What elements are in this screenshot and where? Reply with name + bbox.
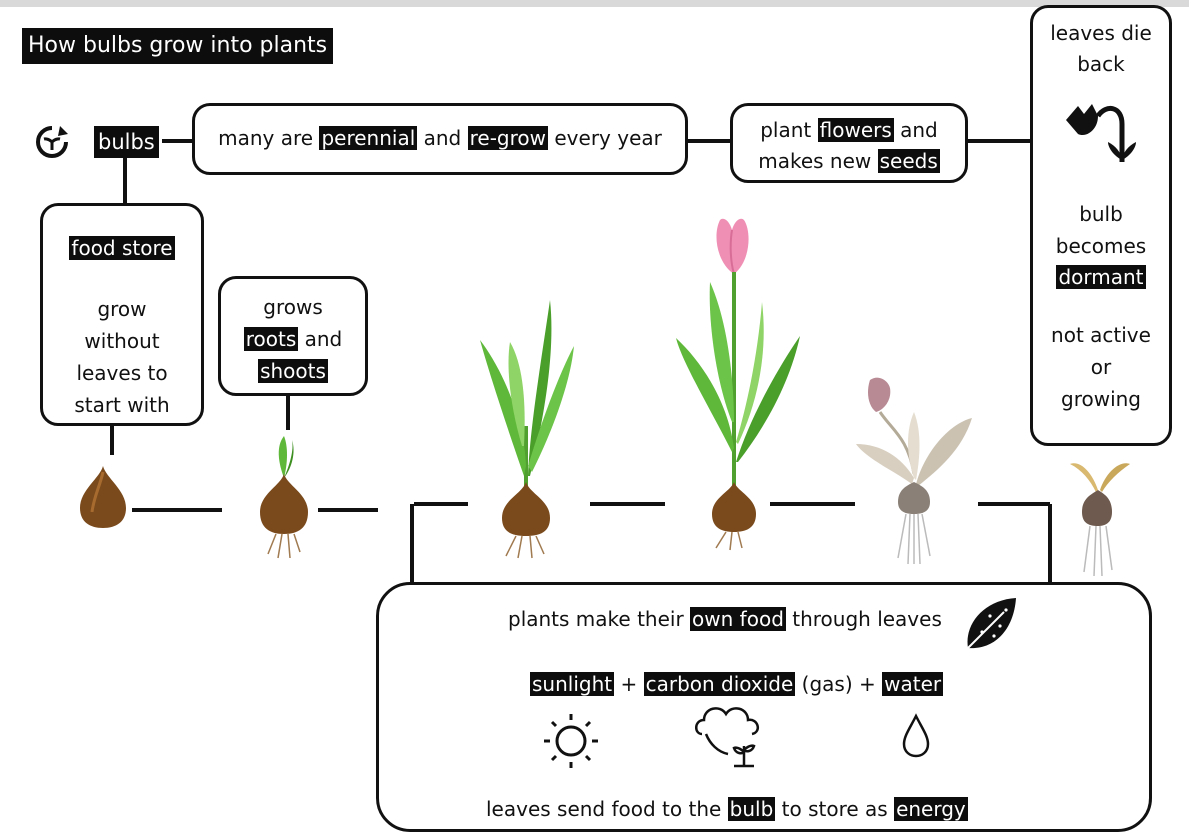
food-store-line-2: without	[84, 329, 160, 353]
dormant-line-3: bulb	[1079, 202, 1123, 226]
photo-line-3: leaves send food to the bulb to store as…	[486, 794, 968, 824]
bulb-stage-1	[80, 466, 126, 528]
dormant-line-7: or	[1090, 355, 1112, 379]
food-store-highlight: food store	[69, 236, 175, 260]
shoots-highlight: shoots	[258, 359, 328, 383]
plus-1: +	[620, 672, 638, 696]
food-store-line-4: start with	[74, 393, 170, 417]
page-title: How bulbs grow into plants	[22, 28, 334, 64]
photo-line-1: plants make their own food through leave…	[508, 604, 942, 634]
dormant-line-2: back	[1077, 52, 1125, 76]
perennial-pre: many are	[218, 126, 314, 150]
dormant-stage-6	[1070, 463, 1130, 577]
regrow-highlight: re-grow	[467, 126, 549, 150]
roots-and: and	[304, 327, 343, 351]
sunlight-highlight: sunlight	[530, 672, 615, 696]
energy-highlight: energy	[894, 797, 968, 821]
flower-line-1: plant flowers and	[733, 115, 965, 146]
food-store-line-3: leaves to	[76, 361, 168, 385]
flower-seeds-box: plant flowers and makes new seeds	[730, 103, 968, 183]
perennial-and: and	[423, 126, 462, 150]
leaf-icon	[967, 598, 1016, 649]
plus-2: +	[859, 672, 876, 696]
bulbs-label: bulbs	[94, 126, 159, 158]
flower-line-2: makes new seeds	[733, 146, 965, 177]
dormant-box: leaves die back bulb becomes dormant not…	[1030, 5, 1172, 446]
gas-label: (gas)	[801, 672, 853, 696]
wilted-stage-5	[856, 377, 972, 565]
bulb-stage-2	[260, 436, 308, 559]
tulip-stage-4	[676, 218, 800, 551]
photo-line3-pre: leaves send food to the	[486, 797, 722, 821]
dormant-line-6: not active	[1051, 323, 1151, 347]
dormant-line-4: becomes	[1055, 234, 1147, 258]
seeds-pre: makes new	[758, 149, 872, 173]
dormant-line-8: growing	[1061, 387, 1141, 411]
roots-highlight: roots	[243, 327, 299, 351]
wilting-flower-icon	[1066, 104, 1136, 162]
own-food-highlight: own food	[690, 607, 786, 631]
perennial-post: every year	[554, 126, 662, 150]
seeds-highlight: seeds	[877, 149, 940, 173]
photo-line1-pre: plants make their	[508, 607, 684, 631]
roots-line-3: shoots	[221, 355, 365, 387]
food-store-box: food store grow without leaves to start …	[40, 203, 204, 426]
flower-pre: plant	[760, 118, 812, 142]
food-store-line-1: grow	[97, 297, 147, 321]
dormant-highlight: dormant	[1056, 265, 1146, 289]
roots-shoots-box: grows roots and shoots	[218, 276, 368, 396]
flowers-highlight: flowers	[817, 118, 894, 142]
carbon-dioxide-highlight: carbon dioxide	[643, 672, 796, 696]
bulb-stage-3	[480, 300, 574, 559]
cycle-icon	[36, 126, 68, 158]
cloud-plant-icon	[695, 707, 760, 768]
top-bar	[0, 0, 1189, 7]
water-highlight: water	[882, 672, 944, 696]
roots-line-2: roots and	[221, 323, 365, 355]
perennial-highlight: perennial	[319, 126, 418, 150]
photo-line3-mid: to store as	[781, 797, 888, 821]
photo-line1-post: through leaves	[792, 607, 942, 631]
bulb-highlight: bulb	[727, 797, 776, 821]
water-drop-icon	[902, 713, 930, 758]
roots-line-1: grows	[263, 295, 323, 319]
sun-icon	[544, 714, 598, 768]
dormant-line-1: leaves die	[1050, 21, 1152, 45]
photo-equation: sunlight + carbon dioxide (gas) + water	[530, 669, 944, 699]
perennial-box: many are perennial and re-grow every yea…	[192, 103, 688, 175]
flower-and: and	[900, 118, 938, 142]
